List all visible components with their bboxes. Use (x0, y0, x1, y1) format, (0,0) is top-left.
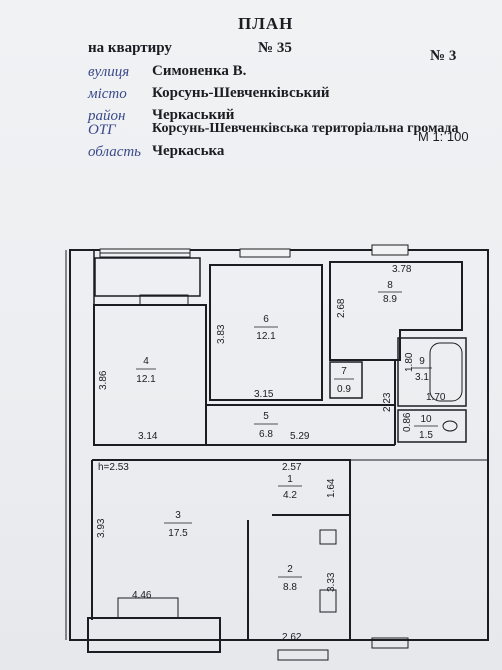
room-area: 17.5 (168, 528, 188, 539)
field-label-city: місто (88, 86, 127, 102)
dimension-label: 1.80 (404, 352, 415, 372)
room-area: 12.1 (136, 374, 156, 385)
dimension-label: 1.64 (326, 478, 337, 498)
dimension-label: 3.14 (138, 431, 158, 442)
field-label-community: ОТГ (88, 122, 116, 138)
room-number: 3 (175, 510, 181, 521)
room-number: 2 (287, 564, 293, 575)
room-area: 6.8 (259, 429, 273, 440)
field-value-district: Черкаський (152, 107, 235, 123)
dimension-label: 3.33 (326, 572, 337, 592)
plan-title: ПЛАН (238, 14, 294, 33)
dimension-label: 2.68 (336, 298, 347, 318)
room-number: 5 (263, 411, 269, 422)
field-label-district: район (88, 108, 126, 124)
dimension-label: 2.62 (282, 632, 302, 643)
room-number: 8 (387, 280, 393, 291)
dimension-label: 3.83 (216, 324, 227, 344)
field-label-region: область (88, 144, 142, 160)
dimension-label: 2.23 (382, 392, 393, 412)
dimension-label: 5.29 (290, 431, 310, 442)
room-number: 10 (420, 414, 432, 425)
field-label-street: вулиця (88, 64, 130, 80)
dimension-label: 3.93 (96, 518, 107, 538)
field-value-community: Корсунь-Шевченківська територіальна гром… (152, 121, 459, 136)
field-value-city: Корсунь-Шевченківський (152, 85, 330, 101)
window (239, 248, 291, 258)
dimension-label: 3.15 (254, 389, 274, 400)
room-area: 1.5 (419, 430, 433, 441)
room-number: 9 (419, 356, 425, 367)
room-area: 0.9 (337, 384, 351, 395)
dimension-label: 2.57 (282, 462, 302, 473)
room-area: 4.2 (283, 490, 297, 501)
dimension-label: 4.46 (132, 590, 152, 601)
field-value-street: Симоненка В. (152, 63, 247, 79)
dimension-label: 0.86 (402, 412, 413, 432)
plan-subtitle: на квартиру (88, 40, 172, 56)
dimension-label: 3.86 (98, 370, 109, 390)
room-number: 6 (263, 314, 269, 325)
sheet-number: № 3 (430, 48, 457, 64)
room-area: 8.9 (383, 294, 397, 305)
field-value-region: Черкаська (152, 143, 225, 159)
room-area: 12.1 (256, 331, 276, 342)
window (371, 244, 409, 256)
room-number: 7 (341, 366, 347, 377)
room-area: 8.8 (283, 582, 297, 593)
room-number: 1 (287, 474, 293, 485)
dimension-label: 3.78 (392, 264, 412, 275)
room-number: 4 (143, 356, 149, 367)
scale-label: М 1: 100 (418, 129, 469, 144)
apartment-number: № 35 (258, 40, 292, 56)
ceiling-height-label: h=2.53 (98, 462, 129, 473)
dimension-label: 1.70 (426, 392, 446, 403)
room-area: 3.1 (415, 372, 429, 383)
